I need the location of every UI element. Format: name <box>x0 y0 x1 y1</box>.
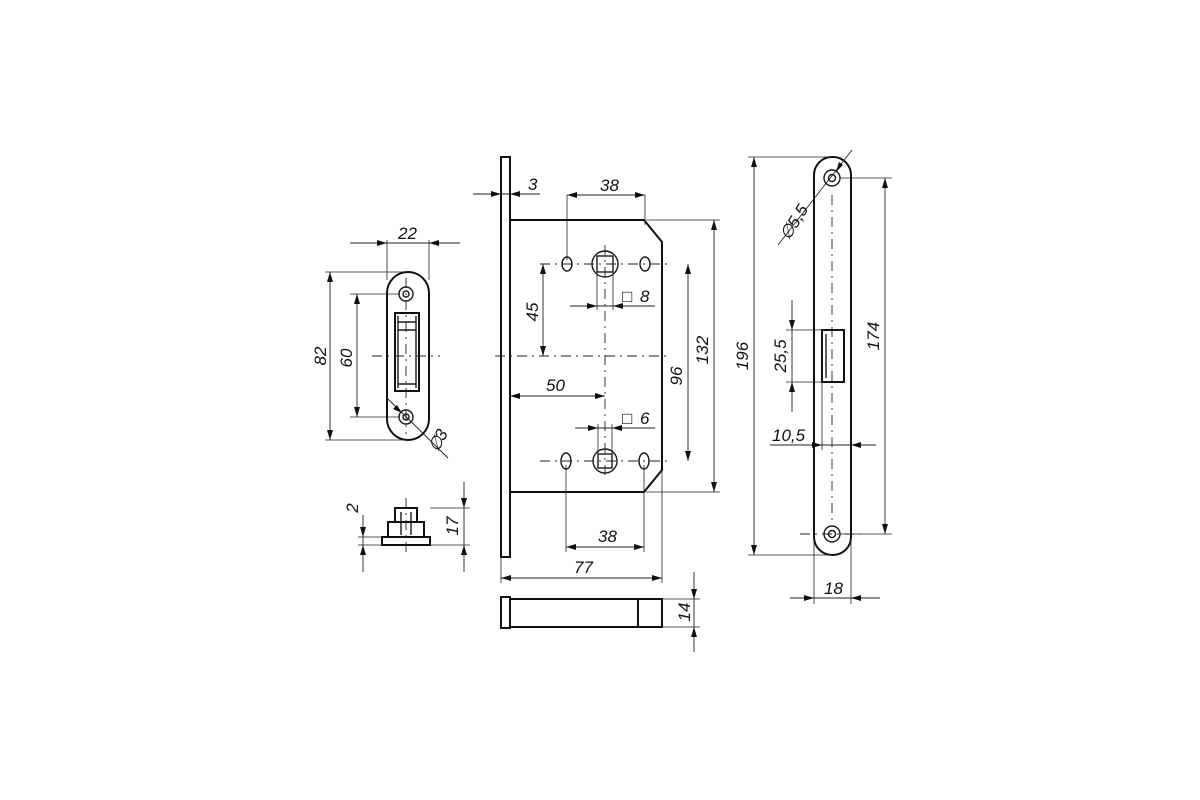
dim-bolt-thickness: 14 <box>675 603 694 622</box>
faceplate-hole-top <box>823 169 841 187</box>
dim-strike-height: 82 <box>311 346 330 365</box>
dim-spindle-square-bottom-symbol: □ <box>622 409 632 428</box>
faceplate-outline <box>813 156 852 556</box>
strike-latch-pocket <box>394 312 420 392</box>
dim-backset-to-spindle: 45 <box>523 302 542 321</box>
strike-plate-front-view: 22 82 60 ∅ 3 <box>311 224 460 459</box>
dim-top-hole-spacing: 38 <box>600 176 619 195</box>
dim-latch-window-offset: 10,5 <box>772 426 806 445</box>
lock-top-bolt <box>637 598 663 628</box>
lock-faceplate-edge <box>500 156 511 558</box>
dim-strike-width: 22 <box>397 224 417 243</box>
dim-faceplate-width: 18 <box>824 579 843 598</box>
strike-plate-side-view: 2 17 <box>343 482 470 572</box>
dim-faceplate-hole-spacing: 174 <box>864 322 883 350</box>
dim-center-distance: 96 <box>667 366 686 385</box>
dim-bottom-hole-spacing: 38 <box>598 527 617 546</box>
faceplate-latch-window <box>821 329 845 383</box>
faceplate-hole-top-inner <box>827 173 837 183</box>
dim-faceplate-length: 196 <box>733 341 752 370</box>
lock-top-case <box>509 598 663 628</box>
faceplate-front-view: 196 ∅ 5,5 174 25,5 10,5 18 <box>733 149 892 604</box>
strike-screw-hole-top-inner <box>402 290 410 298</box>
lock-top-faceplate <box>500 596 511 629</box>
dim-faceplate-thickness: 3 <box>528 175 538 194</box>
lock-body-top-view: 14 <box>500 572 700 652</box>
lock-body-front-view: 3 38 45 □ 8 50 □ 6 96 <box>473 156 720 583</box>
dim-strike-depth: 17 <box>443 516 462 535</box>
dim-strike-hole-spacing: 60 <box>337 348 356 367</box>
dim-strike-offset: 2 <box>343 503 362 514</box>
dim-spindle-square-top-symbol: □ <box>622 287 632 306</box>
dim-spindle-square-bottom: 6 <box>640 409 650 428</box>
dim-strike-hole-dia-group: ∅ 3 <box>425 426 453 455</box>
dim-case-depth: 77 <box>574 558 593 577</box>
dim-latch-window-height: 25,5 <box>771 339 790 374</box>
dim-case-height: 132 <box>693 335 712 364</box>
dim-backset: 50 <box>546 376 565 395</box>
dim-spindle-square-top: 8 <box>640 287 650 306</box>
